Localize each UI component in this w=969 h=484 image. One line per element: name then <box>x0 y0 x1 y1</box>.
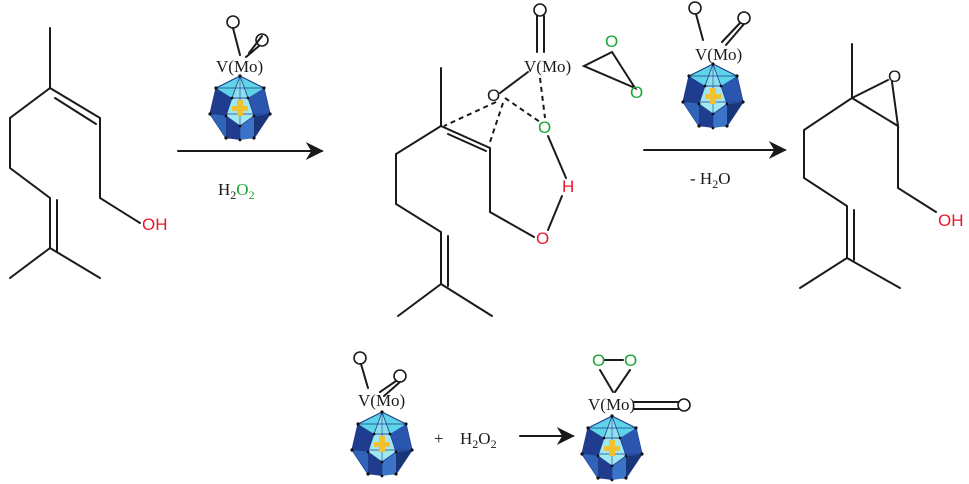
catalyst-vo2-bottom: V(Mo) <box>349 351 415 478</box>
h2o2-reagent-bottom: H2O2 <box>460 429 497 451</box>
catalyst-metal-label-1: V(Mo) <box>216 57 263 76</box>
product-oh-label: OH <box>938 211 964 230</box>
catalyst-vo2-top-right: V(Mo) <box>680 1 751 130</box>
h2o2-top-o: O <box>236 180 248 199</box>
h2o2-top-sub: 2 <box>230 188 236 202</box>
ts-alcohol-o: O <box>536 229 549 248</box>
h2o2-bottom-sub: 2 <box>472 437 478 451</box>
h2o2-bottom-sub2: 2 <box>491 437 497 451</box>
minus-water-text: - H <box>690 169 712 188</box>
epoxide-product: O OH <box>799 43 964 289</box>
plus-sign: + <box>434 429 444 448</box>
h2o2-top-sub2: 2 <box>249 188 255 202</box>
catalyst-metal-label-4: V(Mo) <box>588 395 635 414</box>
minus-water-sub: 2 <box>712 177 718 191</box>
minus-water-label: - H2O <box>690 169 730 191</box>
ts-hydroperoxo-o: O <box>538 118 551 137</box>
h2o2-bottom-o: O <box>478 429 490 448</box>
catalyst-metal-label-2: V(Mo) <box>695 45 742 64</box>
ts-peroxo-o2: O <box>630 83 643 102</box>
catalyst-peroxo-bottom: O O V(Mo) <box>579 351 691 482</box>
svg-text:H2O2: H2O2 <box>460 429 497 451</box>
minus-water-o: O <box>718 169 730 188</box>
polyoxometalate-cluster-icon <box>579 413 645 482</box>
h2o2-top-h: H <box>218 180 230 199</box>
polyoxometalate-cluster-icon <box>680 61 746 130</box>
transition-state: V(Mo) O O O O H O <box>395 3 643 317</box>
geraniol-molecule: OH <box>9 27 168 279</box>
catalyst-metal-label-3: V(Mo) <box>358 391 405 410</box>
ts-metal-label: V(Mo) <box>524 57 571 76</box>
svg-text:- H2O: - H2O <box>690 169 730 191</box>
peroxo-o-right: O <box>624 351 637 370</box>
svg-text:H2O2: H2O2 <box>218 180 255 202</box>
peroxo-o-left: O <box>592 351 605 370</box>
polyoxometalate-cluster-icon <box>349 409 415 478</box>
ts-hydrogen: H <box>562 177 574 196</box>
h2o2-reagent-top: H2O2 <box>218 180 255 202</box>
geraniol-oh-label: OH <box>142 215 168 234</box>
h2o2-bottom-h: H <box>460 429 472 448</box>
ts-bridging-o: O <box>487 86 500 105</box>
epoxide-o-label: O <box>888 67 901 86</box>
polyoxometalate-cluster-icon <box>207 73 273 142</box>
ts-peroxo-o1: O <box>605 32 618 51</box>
catalyst-vo2-top-left: V(Mo) <box>207 15 273 142</box>
